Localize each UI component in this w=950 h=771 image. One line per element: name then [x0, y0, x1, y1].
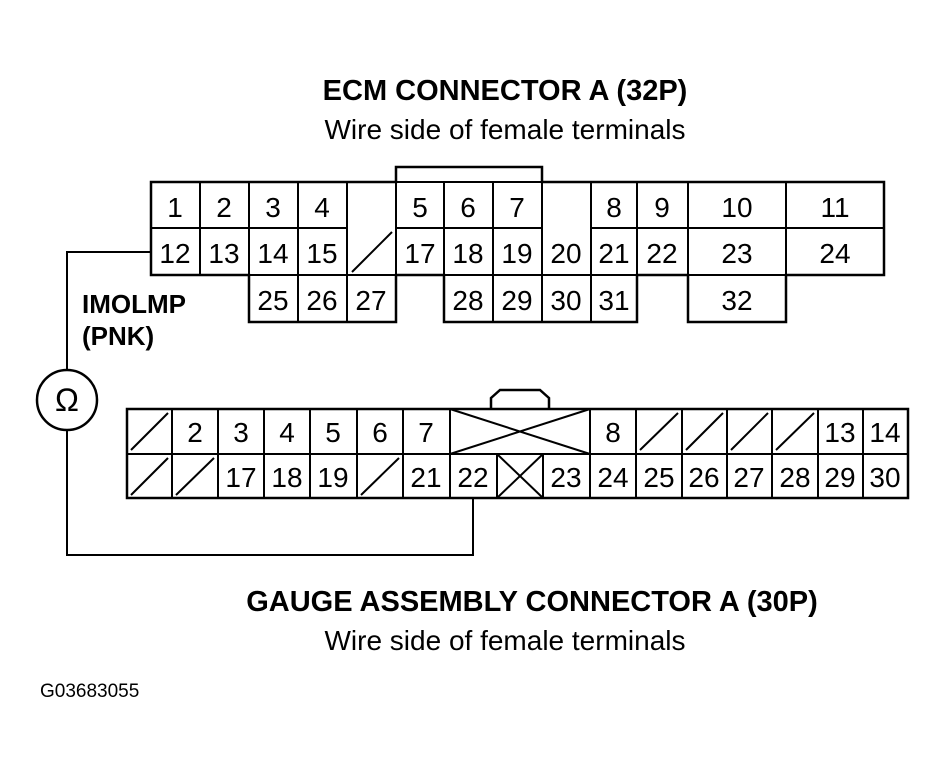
ohm-icon: Ω	[55, 382, 79, 418]
gauge-connector-title: GAUGE ASSEMBLY CONNECTOR A (30P)	[246, 586, 818, 618]
gauge-pin-label: 30	[869, 462, 900, 493]
ecm-pin-label: 19	[501, 238, 532, 269]
ohmmeter-symbol	[35, 368, 99, 432]
ecm-pin-label: 20	[550, 238, 581, 269]
ecm-pin-label: 6	[460, 192, 476, 223]
ecm-connector-title: ECM CONNECTOR A (32P)	[323, 75, 688, 107]
gauge-pin-label: 23	[550, 462, 581, 493]
test-lead-gauge-side	[66, 430, 474, 556]
ecm-pin-label: 31	[598, 285, 629, 316]
ecm-pin-label: 10	[721, 192, 752, 223]
ecm-pin-label: 4	[314, 192, 330, 223]
ecm-pin-label: 29	[501, 285, 532, 316]
ecm-pin-label: 27	[355, 285, 386, 316]
gauge-pin-label: 26	[688, 462, 719, 493]
ecm-pin-label: 8	[606, 192, 622, 223]
gauge-connector	[125, 388, 910, 500]
gauge-pin-labels: 2 3 4 5 6 7 8 13 14 17 18 19 21 22 23 24…	[187, 417, 900, 493]
gauge-pin-label: 29	[824, 462, 855, 493]
gauge-pin-label: 5	[325, 417, 341, 448]
ecm-pin-label: 24	[819, 238, 850, 269]
gauge-pin-label: 18	[271, 462, 302, 493]
ecm-pin-label: 9	[654, 192, 670, 223]
gauge-pin-label: 13	[824, 417, 855, 448]
wire-color-label: (PNK)	[82, 321, 154, 351]
test-lead-wiring: Ω	[35, 251, 474, 556]
gauge-pin-label: 17	[225, 462, 256, 493]
gauge-pin-label: 8	[605, 417, 621, 448]
ecm-pin-label: 15	[306, 238, 337, 269]
ecm-pin-label: 12	[159, 238, 190, 269]
gauge-pin-label: 27	[733, 462, 764, 493]
gauge-pin-label: 7	[418, 417, 434, 448]
ecm-connector	[149, 165, 886, 324]
ecm-connector-subtitle: Wire side of female terminals	[324, 114, 685, 145]
ecm-pin-label: 14	[257, 238, 288, 269]
wire-name-label: IMOLMP	[82, 289, 186, 319]
gauge-pin-label: 25	[643, 462, 674, 493]
gauge-pin-label: 14	[869, 417, 900, 448]
ecm-pin-label: 25	[257, 285, 288, 316]
gauge-pin-label: 22	[457, 462, 488, 493]
ecm-pin-label: 13	[208, 238, 239, 269]
ecm-pin-label: 1	[167, 192, 183, 223]
ecm-pin-label: 18	[452, 238, 483, 269]
figure-code: G03683055	[40, 681, 139, 702]
ecm-pin-label: 7	[509, 192, 525, 223]
test-lead-ecm-side	[66, 251, 151, 370]
ecm-pin-label: 17	[404, 238, 435, 269]
gauge-pin-label: 6	[372, 417, 388, 448]
gauge-pin-label: 24	[597, 462, 628, 493]
ecm-pin-label: 26	[306, 285, 337, 316]
ecm-pin-label: 32	[721, 285, 752, 316]
gauge-pin-label: 21	[410, 462, 441, 493]
ecm-pin-labels: 1 2 3 4 5 6 7 8 9 10 11 12 13 14 15 17 1…	[159, 192, 850, 316]
gauge-pin-label: 28	[779, 462, 810, 493]
ecm-pin-label: 21	[598, 238, 629, 269]
gauge-pin-label: 19	[317, 462, 348, 493]
ecm-pin-label: 2	[216, 192, 232, 223]
ecm-pin-label: 28	[452, 285, 483, 316]
ecm-pin-label: 30	[550, 285, 581, 316]
gauge-pin-label: 3	[233, 417, 249, 448]
ecm-pin-label: 3	[265, 192, 281, 223]
gauge-connector-subtitle: Wire side of female terminals	[324, 625, 685, 656]
gauge-pin-label: 4	[279, 417, 295, 448]
gauge-connector-lock-tab	[489, 388, 551, 409]
ecm-pin-label: 5	[412, 192, 428, 223]
ecm-pin-label: 23	[721, 238, 752, 269]
ecm-pin-label: 22	[646, 238, 677, 269]
ecm-pin-label: 11	[820, 192, 849, 223]
gauge-pin-label: 2	[187, 417, 203, 448]
